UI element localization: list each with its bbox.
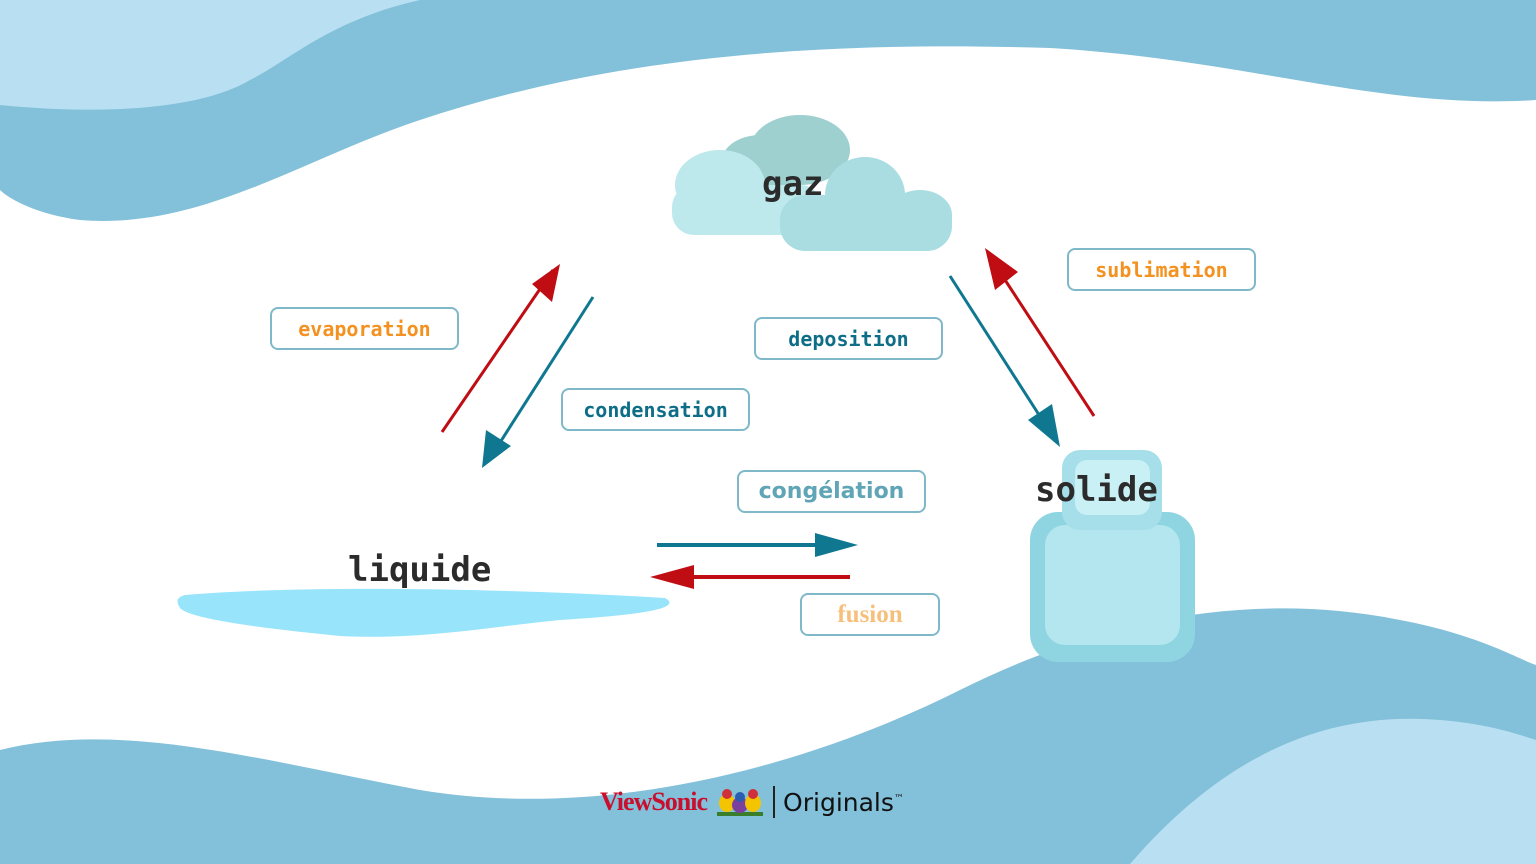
freezing-label: congélation: [737, 470, 926, 513]
deposition-arrow: [948, 275, 1052, 433]
footer-logo: ViewSonic Originals™: [600, 786, 904, 818]
logo-separator: [773, 786, 776, 818]
top-wave: [0, 0, 1536, 221]
bottom-wave-light: [1130, 718, 1536, 864]
product-name: Originals™: [783, 787, 904, 817]
condensation-label: condensation: [561, 388, 750, 431]
top-wave-light: [0, 0, 420, 110]
evaporation-label: evaporation: [270, 307, 459, 350]
state-solid-label: solide: [1035, 470, 1158, 510]
bottom-wave: [0, 608, 1536, 864]
deposition-label: deposition: [754, 317, 943, 360]
puddle-image: [177, 588, 670, 637]
evaporation-arrow: [440, 269, 555, 433]
sublimation-label: sublimation: [1067, 248, 1256, 291]
cloud-image: [672, 115, 952, 251]
state-gas-label: gaz: [762, 164, 824, 204]
brand-name: ViewSonic: [600, 787, 708, 816]
sublimation-arrow: [990, 259, 1096, 417]
melting-label: fusion: [800, 593, 940, 636]
birds-logo-icon: [717, 789, 764, 816]
state-liquid-label: liquide: [348, 550, 492, 590]
ice-cube-image: [1030, 450, 1195, 662]
condensation-arrow: [490, 296, 595, 456]
